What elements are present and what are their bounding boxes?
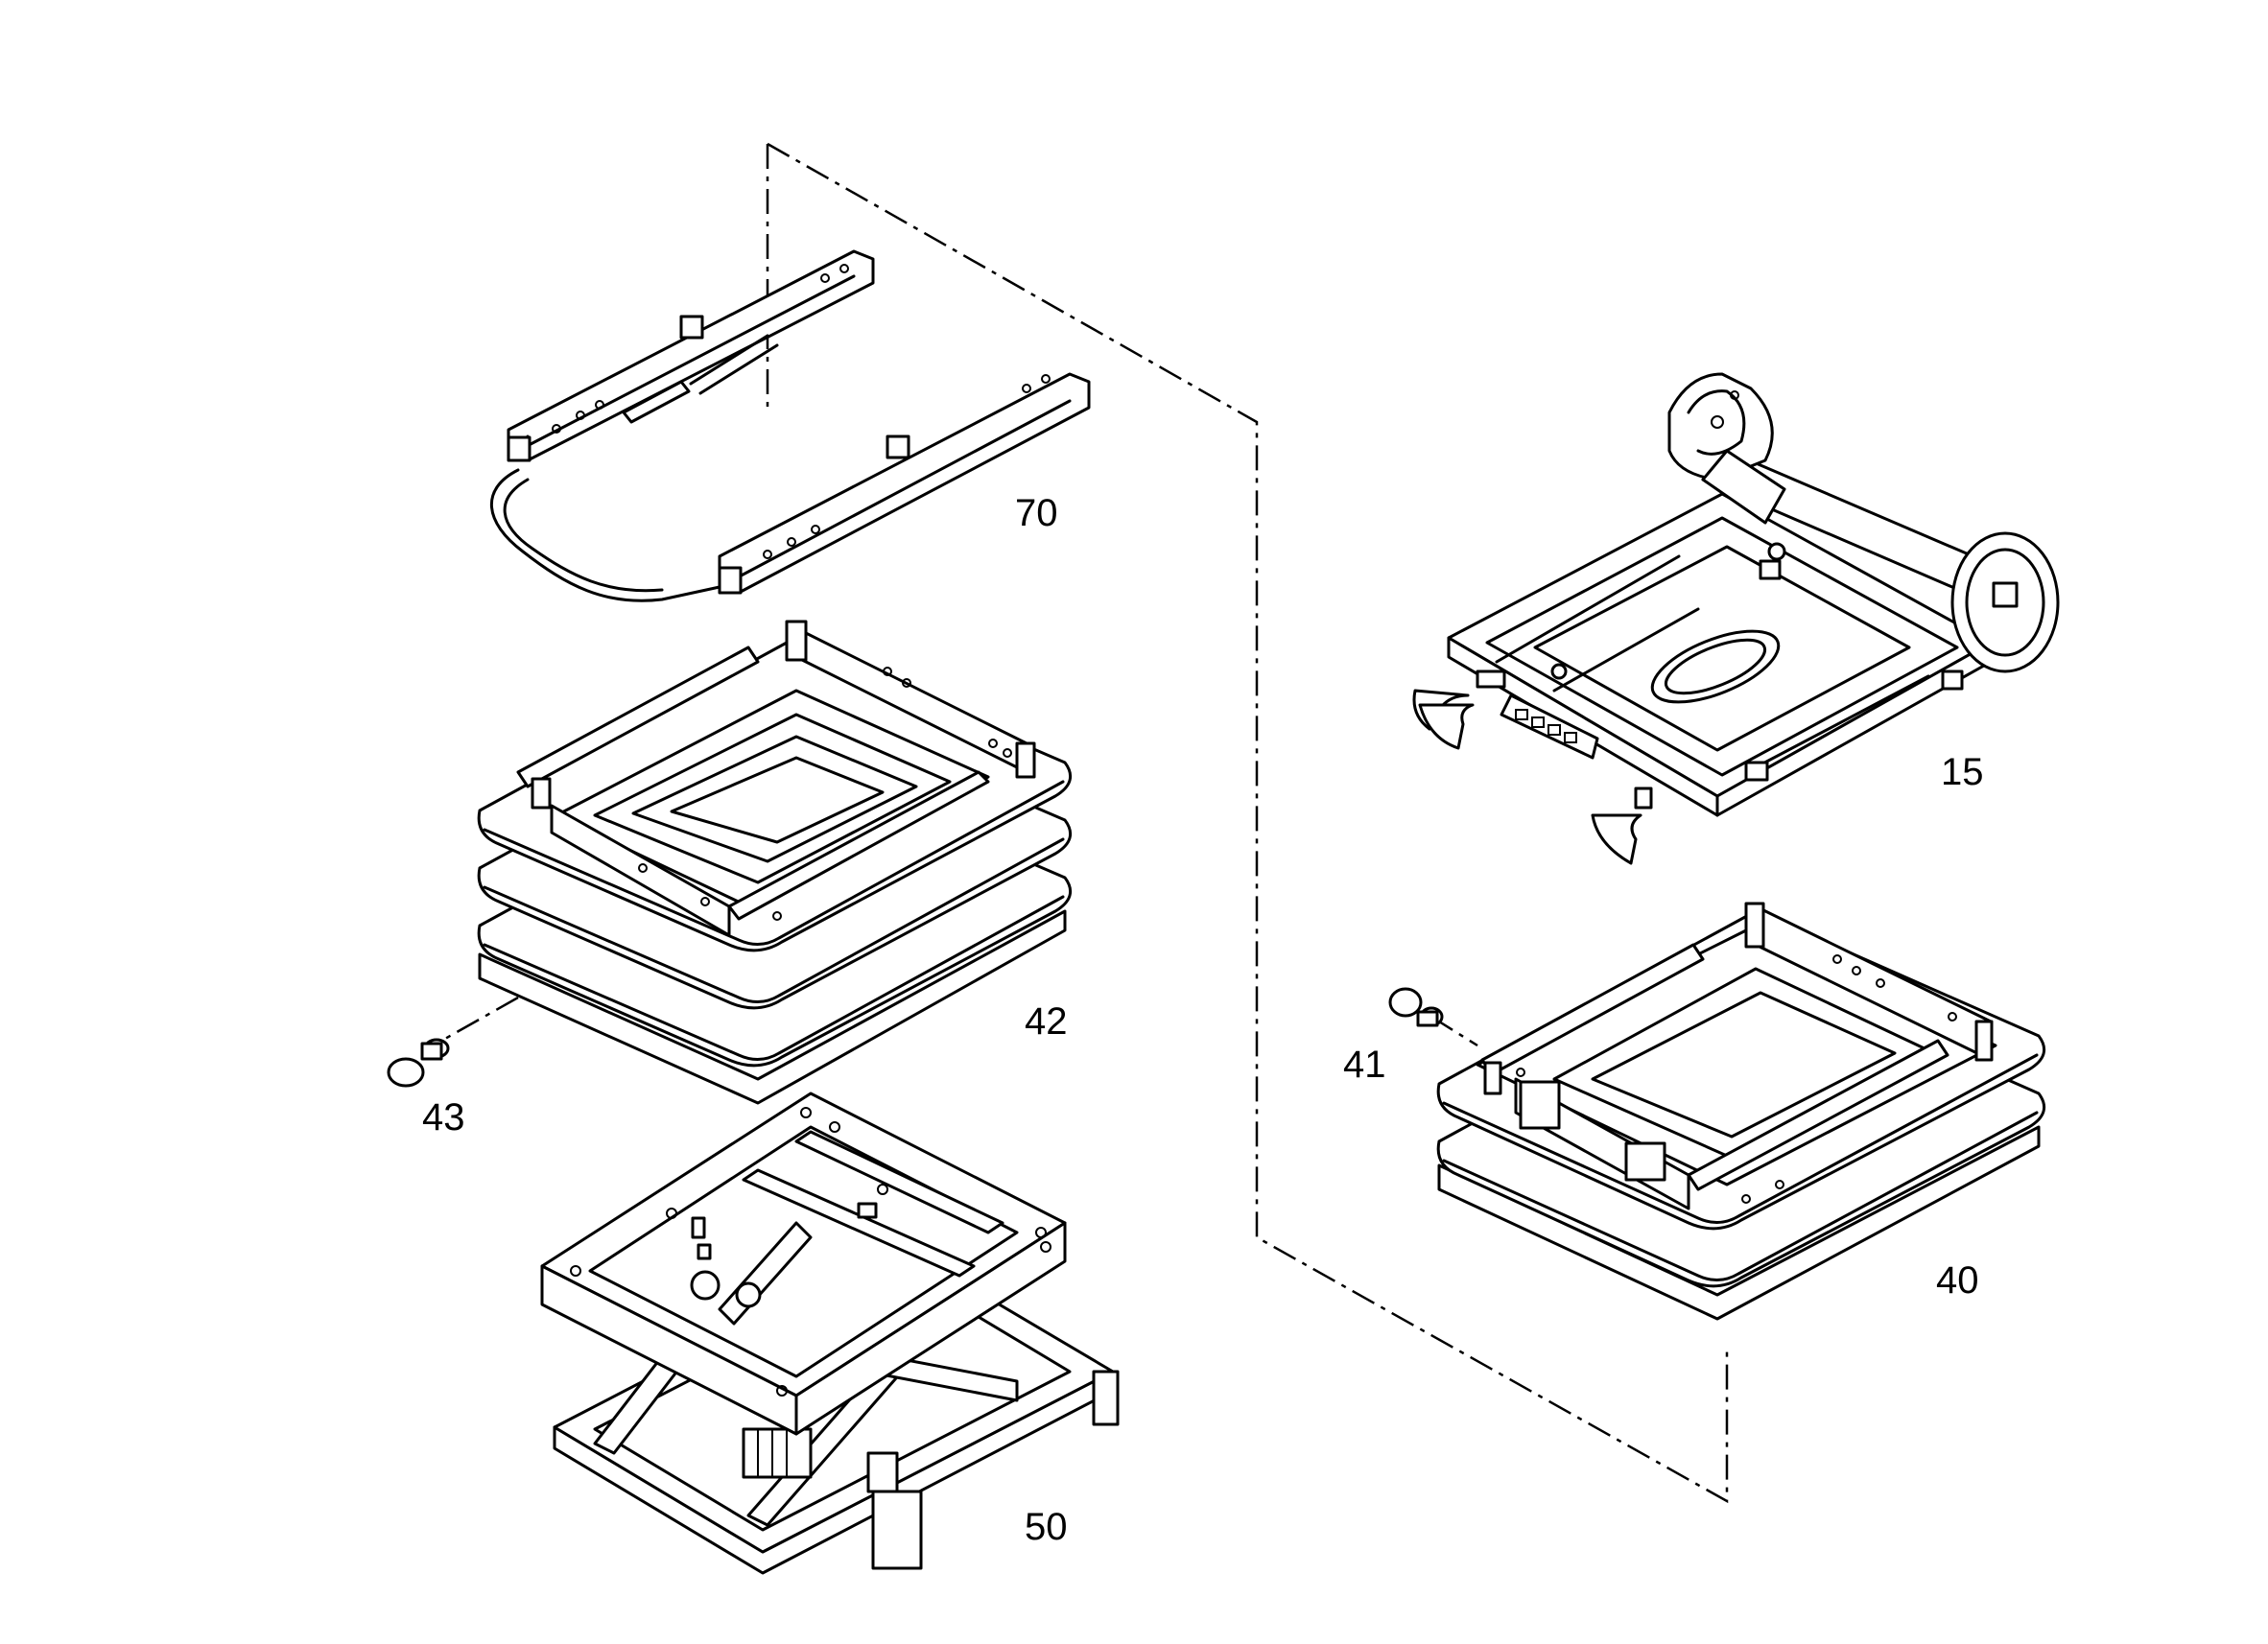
part-50-scissor [540, 1092, 1120, 1575]
label-40: 40 [1936, 1259, 1979, 1302]
label-43: 43 [422, 1096, 465, 1139]
part-40-bellows [1436, 902, 2046, 1321]
label-15: 15 [1941, 751, 1984, 793]
label-50: 50 [1025, 1506, 1068, 1548]
part-41-rivet [1388, 987, 1444, 1027]
part-70-slide-rails [490, 249, 1091, 602]
part-42-bellows [477, 620, 1073, 1105]
part-15-seat-frame [1412, 372, 2060, 865]
label-42: 42 [1025, 1000, 1068, 1043]
label-70: 70 [1015, 492, 1058, 534]
part-43-rivet [387, 1038, 450, 1088]
label-41: 41 [1343, 1044, 1386, 1086]
